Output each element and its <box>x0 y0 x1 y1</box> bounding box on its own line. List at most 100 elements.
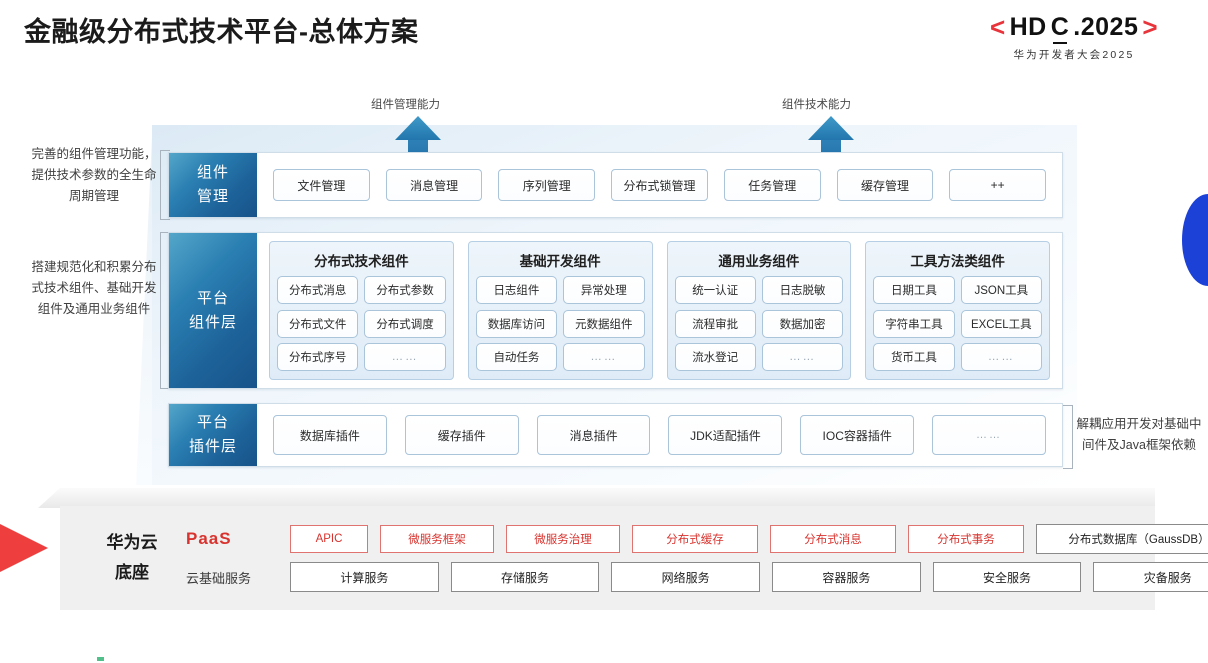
component-item[interactable]: 文件管理 <box>273 169 370 201</box>
component-item[interactable]: 缓存管理 <box>836 169 934 201</box>
layer-label-platform-components: 平台 组件层 <box>169 233 257 388</box>
group-item[interactable]: 日期工具 <box>873 276 955 304</box>
page-title: 金融级分布式技术平台-总体方案 <box>24 17 419 47</box>
infra-item[interactable]: 灾备服务 <box>1093 562 1208 592</box>
group-title: 基础开发组件 <box>519 254 601 269</box>
paas-item-gaussdb[interactable]: 分布式数据库（GaussDB） <box>1036 524 1208 554</box>
component-item[interactable]: 任务管理 <box>723 169 821 201</box>
bracket-right-1 <box>1057 405 1073 469</box>
component-item-add[interactable]: ++ <box>949 169 1047 201</box>
layer-component-management: 组件 管理 文件管理 消息管理 序列管理 分布式锁管理 任务管理 缓存管理 ++ <box>168 152 1063 218</box>
group-item-more[interactable]: …… <box>563 343 645 372</box>
component-group-common-business: 通用业务组件 统一认证 日志脱敏 流程审批 数据加密 流水登记 …… <box>666 241 852 380</box>
layer-label-component-management: 组件 管理 <box>169 153 257 217</box>
layer-platform-plugins: 平台 插件层 数据库插件 缓存插件 消息插件 JDK适配插件 IOC容器插件 …… <box>168 403 1063 467</box>
layer-label-line-2: 插件层 <box>188 438 237 455</box>
plugin-item[interactable]: IOC容器插件 <box>800 415 915 455</box>
infra-item[interactable]: 容器服务 <box>772 562 921 592</box>
component-item[interactable]: 分布式锁管理 <box>611 169 708 201</box>
group-item[interactable]: 分布式消息 <box>277 276 359 304</box>
component-group-basic-dev: 基础开发组件 日志组件 异常处理 数据库访问 元数据组件 自动任务 …… <box>467 241 653 380</box>
layer-label-line-1: 组件 <box>196 164 229 181</box>
infra-item[interactable]: 安全服务 <box>932 562 1082 592</box>
paas-item[interactable]: 微服务治理 <box>506 525 620 553</box>
group-item[interactable]: 统一认证 <box>674 276 756 304</box>
component-group-distributed-tech: 分布式技术组件 分布式消息 分布式参数 分布式文件 分布式调度 分布式序号 …… <box>269 241 454 380</box>
group-items: 日志组件 异常处理 数据库访问 元数据组件 自动任务 …… <box>475 276 645 372</box>
group-items: 分布式消息 分布式参数 分布式文件 分布式调度 分布式序号 …… <box>277 276 446 372</box>
arrow-label-component-management: 组件管理能力 <box>371 99 440 111</box>
layer-groups-platform-components: 分布式技术组件 分布式消息 分布式参数 分布式文件 分布式调度 分布式序号 ……… <box>257 233 1062 388</box>
blue-lens-decoration <box>1182 194 1208 286</box>
group-item[interactable]: 自动任务 <box>475 343 558 372</box>
paas-item[interactable]: 分布式事务 <box>908 525 1024 553</box>
cloud-base-inner: 华为云 底座 PaaS APIC 微服务框架 微服务治理 分布式缓存 分布式消息… <box>60 506 1208 610</box>
hdc-logo: < HD C .2025 > 华为开发者大会2025 <box>954 12 1194 62</box>
infra-item[interactable]: 计算服务 <box>290 562 439 592</box>
annotation-right-1: 解耦应用开发对基础中间件及Java框架依赖 <box>1076 417 1202 452</box>
cloud-base-rows: PaaS APIC 微服务框架 微服务治理 分布式缓存 分布式消息 分布式事务 … <box>186 524 1208 592</box>
group-item[interactable]: 分布式参数 <box>364 276 446 304</box>
hdc-logo-text-1: HD <box>1009 13 1047 41</box>
cloud-base-title: 华为云 底座 <box>78 528 186 588</box>
group-item[interactable]: 异常处理 <box>563 276 645 304</box>
group-item-more[interactable]: …… <box>761 343 844 372</box>
red-wedge-decoration <box>0 500 48 596</box>
group-item-more[interactable]: …… <box>960 343 1042 372</box>
annotation-left-2: 搭建规范化和积累分布式技术组件、基础开发组件及通用业务组件 <box>31 260 157 316</box>
group-item[interactable]: EXCEL工具 <box>960 309 1042 338</box>
infra-item[interactable]: 网络服务 <box>611 562 761 592</box>
plugin-item[interactable]: JDK适配插件 <box>668 415 783 455</box>
plugin-item[interactable]: 消息插件 <box>536 415 651 455</box>
group-item[interactable]: 数据加密 <box>761 309 844 338</box>
plugin-item[interactable]: 缓存插件 <box>404 415 519 455</box>
layer-items-component-management: 文件管理 消息管理 序列管理 分布式锁管理 任务管理 缓存管理 ++ <box>257 153 1062 217</box>
group-items: 日期工具 JSON工具 字符串工具 EXCEL工具 货币工具 …… <box>873 276 1042 372</box>
paas-item-apic[interactable]: APIC <box>290 525 368 553</box>
group-items: 统一认证 日志脱敏 流程审批 数据加密 流水登记 …… <box>674 276 844 372</box>
layer-label-line-2: 管理 <box>196 188 229 205</box>
angle-bracket-right-icon: > <box>1142 12 1159 42</box>
group-item[interactable]: 字符串工具 <box>873 309 955 338</box>
component-item[interactable]: 序列管理 <box>498 169 596 201</box>
hdc-logo-subtitle: 华为开发者大会2025 <box>1013 49 1135 61</box>
group-item[interactable]: 元数据组件 <box>563 309 645 338</box>
cloud-base-bevel <box>38 488 1155 508</box>
cloud-base-paas-row: PaaS APIC 微服务框架 微服务治理 分布式缓存 分布式消息 分布式事务 … <box>186 524 1208 554</box>
paas-label: PaaS <box>186 529 232 548</box>
layer-platform-components: 平台 组件层 分布式技术组件 分布式消息 分布式参数 分布式文件 分布式调度 分… <box>168 232 1063 389</box>
group-title: 工具方法类组件 <box>910 254 1005 269</box>
green-marker-decoration <box>97 657 104 661</box>
component-item[interactable]: 消息管理 <box>385 169 483 201</box>
arrow-head <box>395 116 441 140</box>
group-item[interactable]: 日志脱敏 <box>761 276 844 304</box>
paas-item[interactable]: 分布式缓存 <box>632 525 758 553</box>
plugin-item-more[interactable]: …… <box>932 415 1046 455</box>
infra-label: 云基础服务 <box>186 570 252 586</box>
layer-label-platform-plugins: 平台 插件层 <box>169 404 257 466</box>
group-item[interactable]: JSON工具 <box>960 276 1042 304</box>
group-item[interactable]: 流水登记 <box>674 343 756 372</box>
layer-items-platform-plugins: 数据库插件 缓存插件 消息插件 JDK适配插件 IOC容器插件 …… <box>257 404 1062 466</box>
annotation-left-1: 完善的组件管理功能，提供技术参数的全生命周期管理 <box>31 147 157 203</box>
infra-item[interactable]: 存储服务 <box>450 562 600 592</box>
group-item[interactable]: 分布式序号 <box>277 343 359 372</box>
paas-item[interactable]: 微服务框架 <box>380 525 494 553</box>
group-item[interactable]: 分布式文件 <box>277 309 359 338</box>
arrow-label-component-technology: 组件技术能力 <box>782 99 851 111</box>
paas-item[interactable]: 分布式消息 <box>770 525 896 553</box>
component-group-tools: 工具方法类组件 日期工具 JSON工具 字符串工具 EXCEL工具 货币工具 …… <box>865 241 1050 380</box>
group-item[interactable]: 日志组件 <box>475 276 558 304</box>
layer-label-line-1: 平台 <box>196 414 229 431</box>
group-item[interactable]: 数据库访问 <box>475 309 558 338</box>
group-item[interactable]: 分布式调度 <box>364 309 446 338</box>
group-item-more[interactable]: …… <box>364 343 446 372</box>
group-item[interactable]: 货币工具 <box>873 343 955 372</box>
plugin-item[interactable]: 数据库插件 <box>273 415 387 455</box>
hdc-logo-text-3: .2025 <box>1073 13 1139 41</box>
cloud-base-slab: 华为云 底座 PaaS APIC 微服务框架 微服务治理 分布式缓存 分布式消息… <box>60 506 1208 610</box>
group-item[interactable]: 流程审批 <box>674 309 756 338</box>
hdc-logo-main: < HD C .2025 > <box>954 12 1194 44</box>
cloud-base-title-line-2: 底座 <box>115 563 149 582</box>
angle-bracket-left-icon: < <box>989 12 1006 42</box>
